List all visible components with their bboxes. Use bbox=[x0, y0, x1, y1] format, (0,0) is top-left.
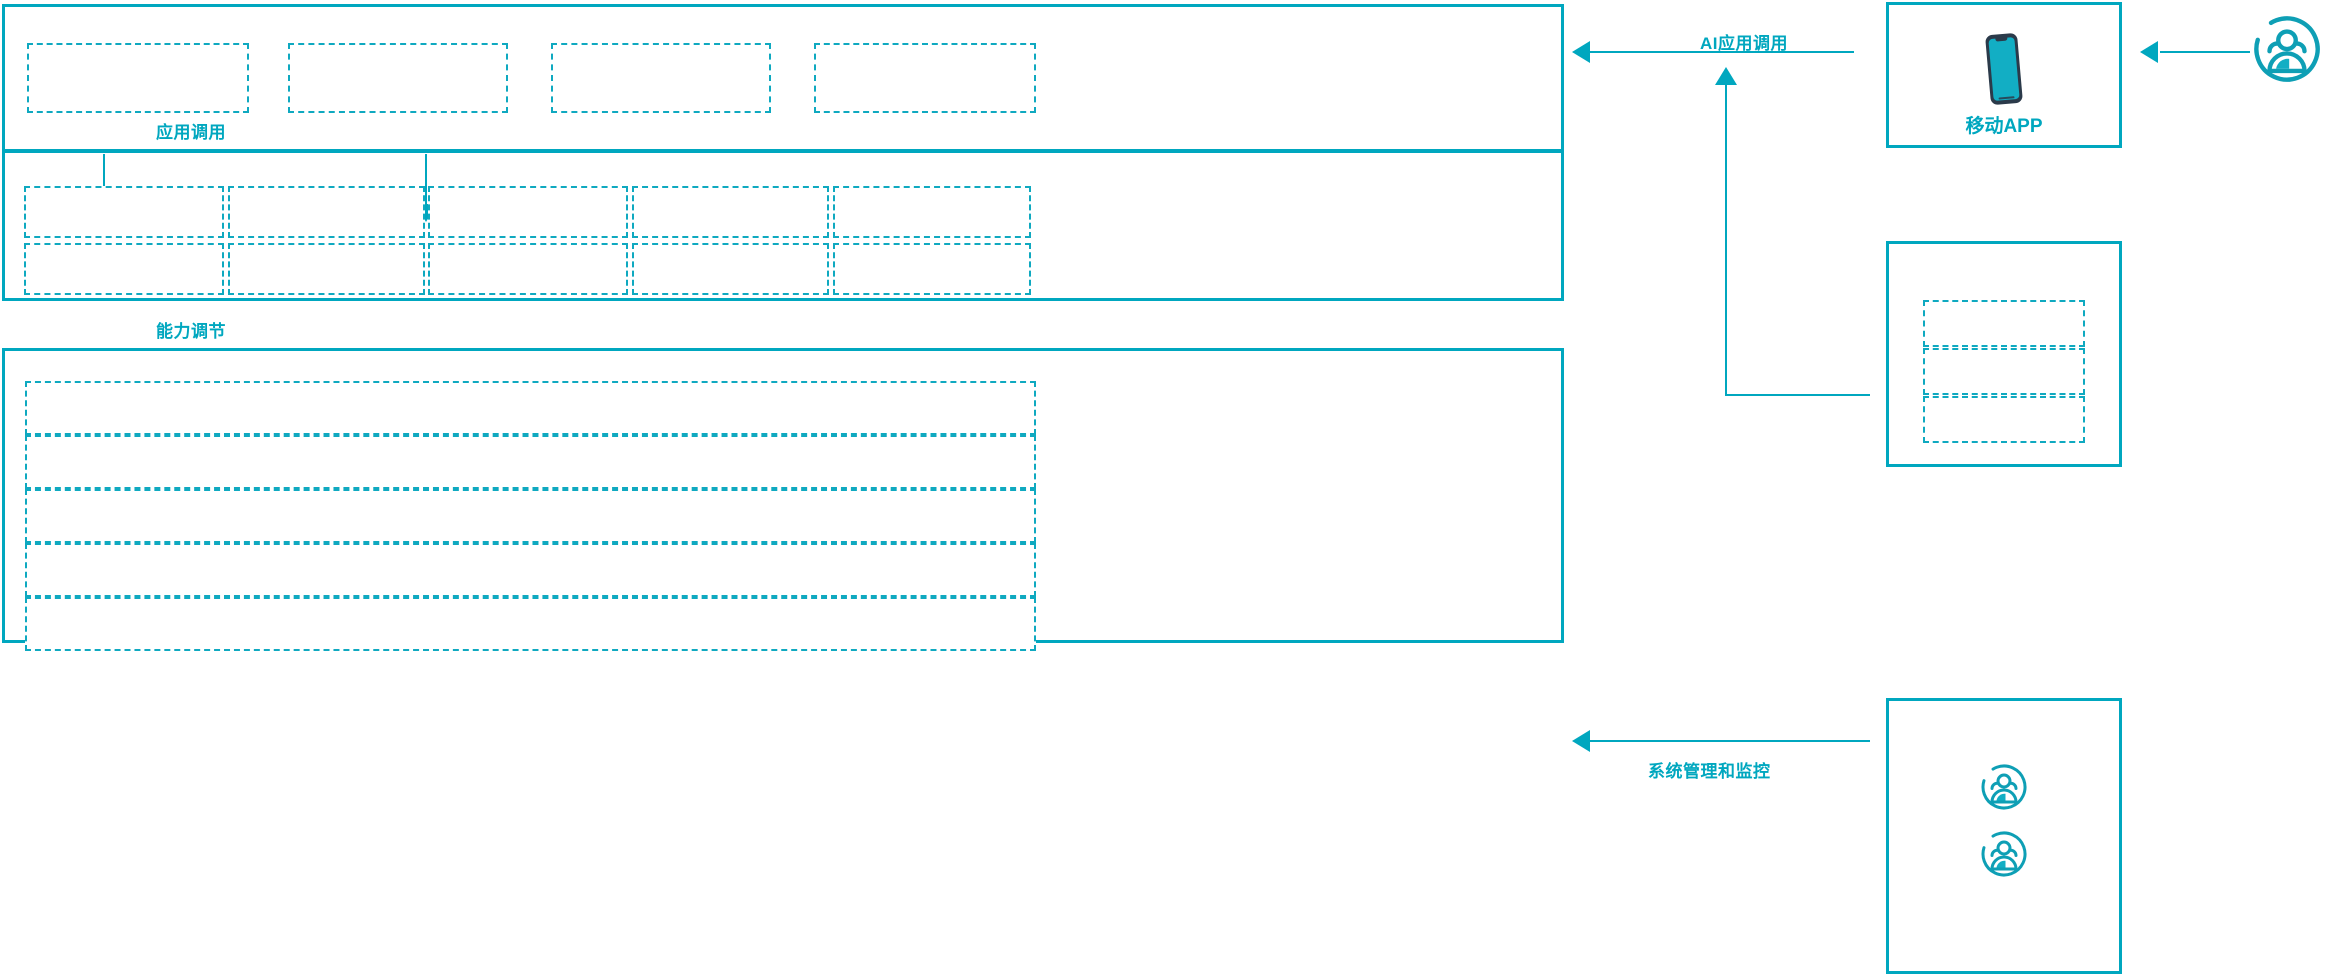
cap-block-1-1[interactable] bbox=[24, 186, 224, 238]
channel-stack-riser-line bbox=[1725, 85, 1727, 396]
app-block-2[interactable] bbox=[288, 43, 508, 113]
cap-block-1-5[interactable] bbox=[833, 186, 1031, 238]
external-users-group-icon bbox=[2252, 14, 2322, 89]
plat-row-5[interactable] bbox=[25, 597, 1036, 651]
channel-block-2[interactable] bbox=[1923, 348, 2085, 395]
channel-block-3[interactable] bbox=[1923, 396, 2085, 443]
plat-row-2[interactable] bbox=[25, 435, 1036, 489]
cap-block-2-2[interactable] bbox=[228, 243, 425, 295]
app-invoke-label: 应用调用 bbox=[156, 123, 226, 142]
plat-row-4[interactable] bbox=[25, 543, 1036, 597]
system-admin-monitor-line bbox=[1590, 740, 1870, 742]
users-group-icon-1 bbox=[1980, 763, 2028, 816]
cap-block-2-3[interactable] bbox=[428, 243, 628, 295]
plat-row-1[interactable] bbox=[25, 381, 1036, 435]
ai-app-invoke-arrow bbox=[1572, 41, 1590, 63]
channel-stack-panel-tall[interactable] bbox=[1886, 241, 2122, 467]
app-invoke-connector-line-left bbox=[103, 154, 105, 206]
system-admin-monitor-arrow bbox=[1572, 730, 1590, 752]
app-invoke-connector-line-right bbox=[425, 154, 427, 206]
cap-block-2-4[interactable] bbox=[632, 243, 829, 295]
cap-block-1-2[interactable] bbox=[228, 186, 425, 238]
smartphone-icon bbox=[1977, 29, 2031, 114]
application-layer bbox=[2, 4, 1564, 152]
mobile-app-panel-label: 移动APP bbox=[1965, 116, 2043, 137]
system-admin-monitor-label: 系统管理和监控 bbox=[1648, 762, 1771, 781]
cap-block-1-4[interactable] bbox=[632, 186, 829, 238]
cap-block-1-3[interactable] bbox=[428, 186, 628, 238]
channel-stack-riser-foot bbox=[1725, 394, 1870, 396]
channel-stack-riser-arrow bbox=[1715, 67, 1737, 85]
plat-row-3[interactable] bbox=[25, 489, 1036, 543]
app-block-4[interactable] bbox=[814, 43, 1036, 113]
external-user-connector-line bbox=[2160, 51, 2250, 53]
ai-app-invoke-label: AI应用调用 bbox=[1700, 34, 1788, 53]
ai-app-invoke-line bbox=[1590, 51, 1854, 53]
mobile-app-panel[interactable]: 移动APP bbox=[1886, 2, 2122, 148]
cap-block-2-5[interactable] bbox=[833, 243, 1031, 295]
capability-layer-rect bbox=[2, 150, 1564, 301]
external-user-connector-arrow bbox=[2140, 41, 2158, 63]
admin-users-panel[interactable] bbox=[1886, 698, 2122, 974]
capability-tune-label: 能力调节 bbox=[156, 322, 226, 341]
users-group-icon-2 bbox=[1980, 830, 2028, 883]
app-block-1[interactable] bbox=[27, 43, 249, 113]
app-block-3[interactable] bbox=[551, 43, 771, 113]
cap-block-2-1[interactable] bbox=[24, 243, 224, 295]
channel-block-1[interactable] bbox=[1923, 300, 2085, 347]
